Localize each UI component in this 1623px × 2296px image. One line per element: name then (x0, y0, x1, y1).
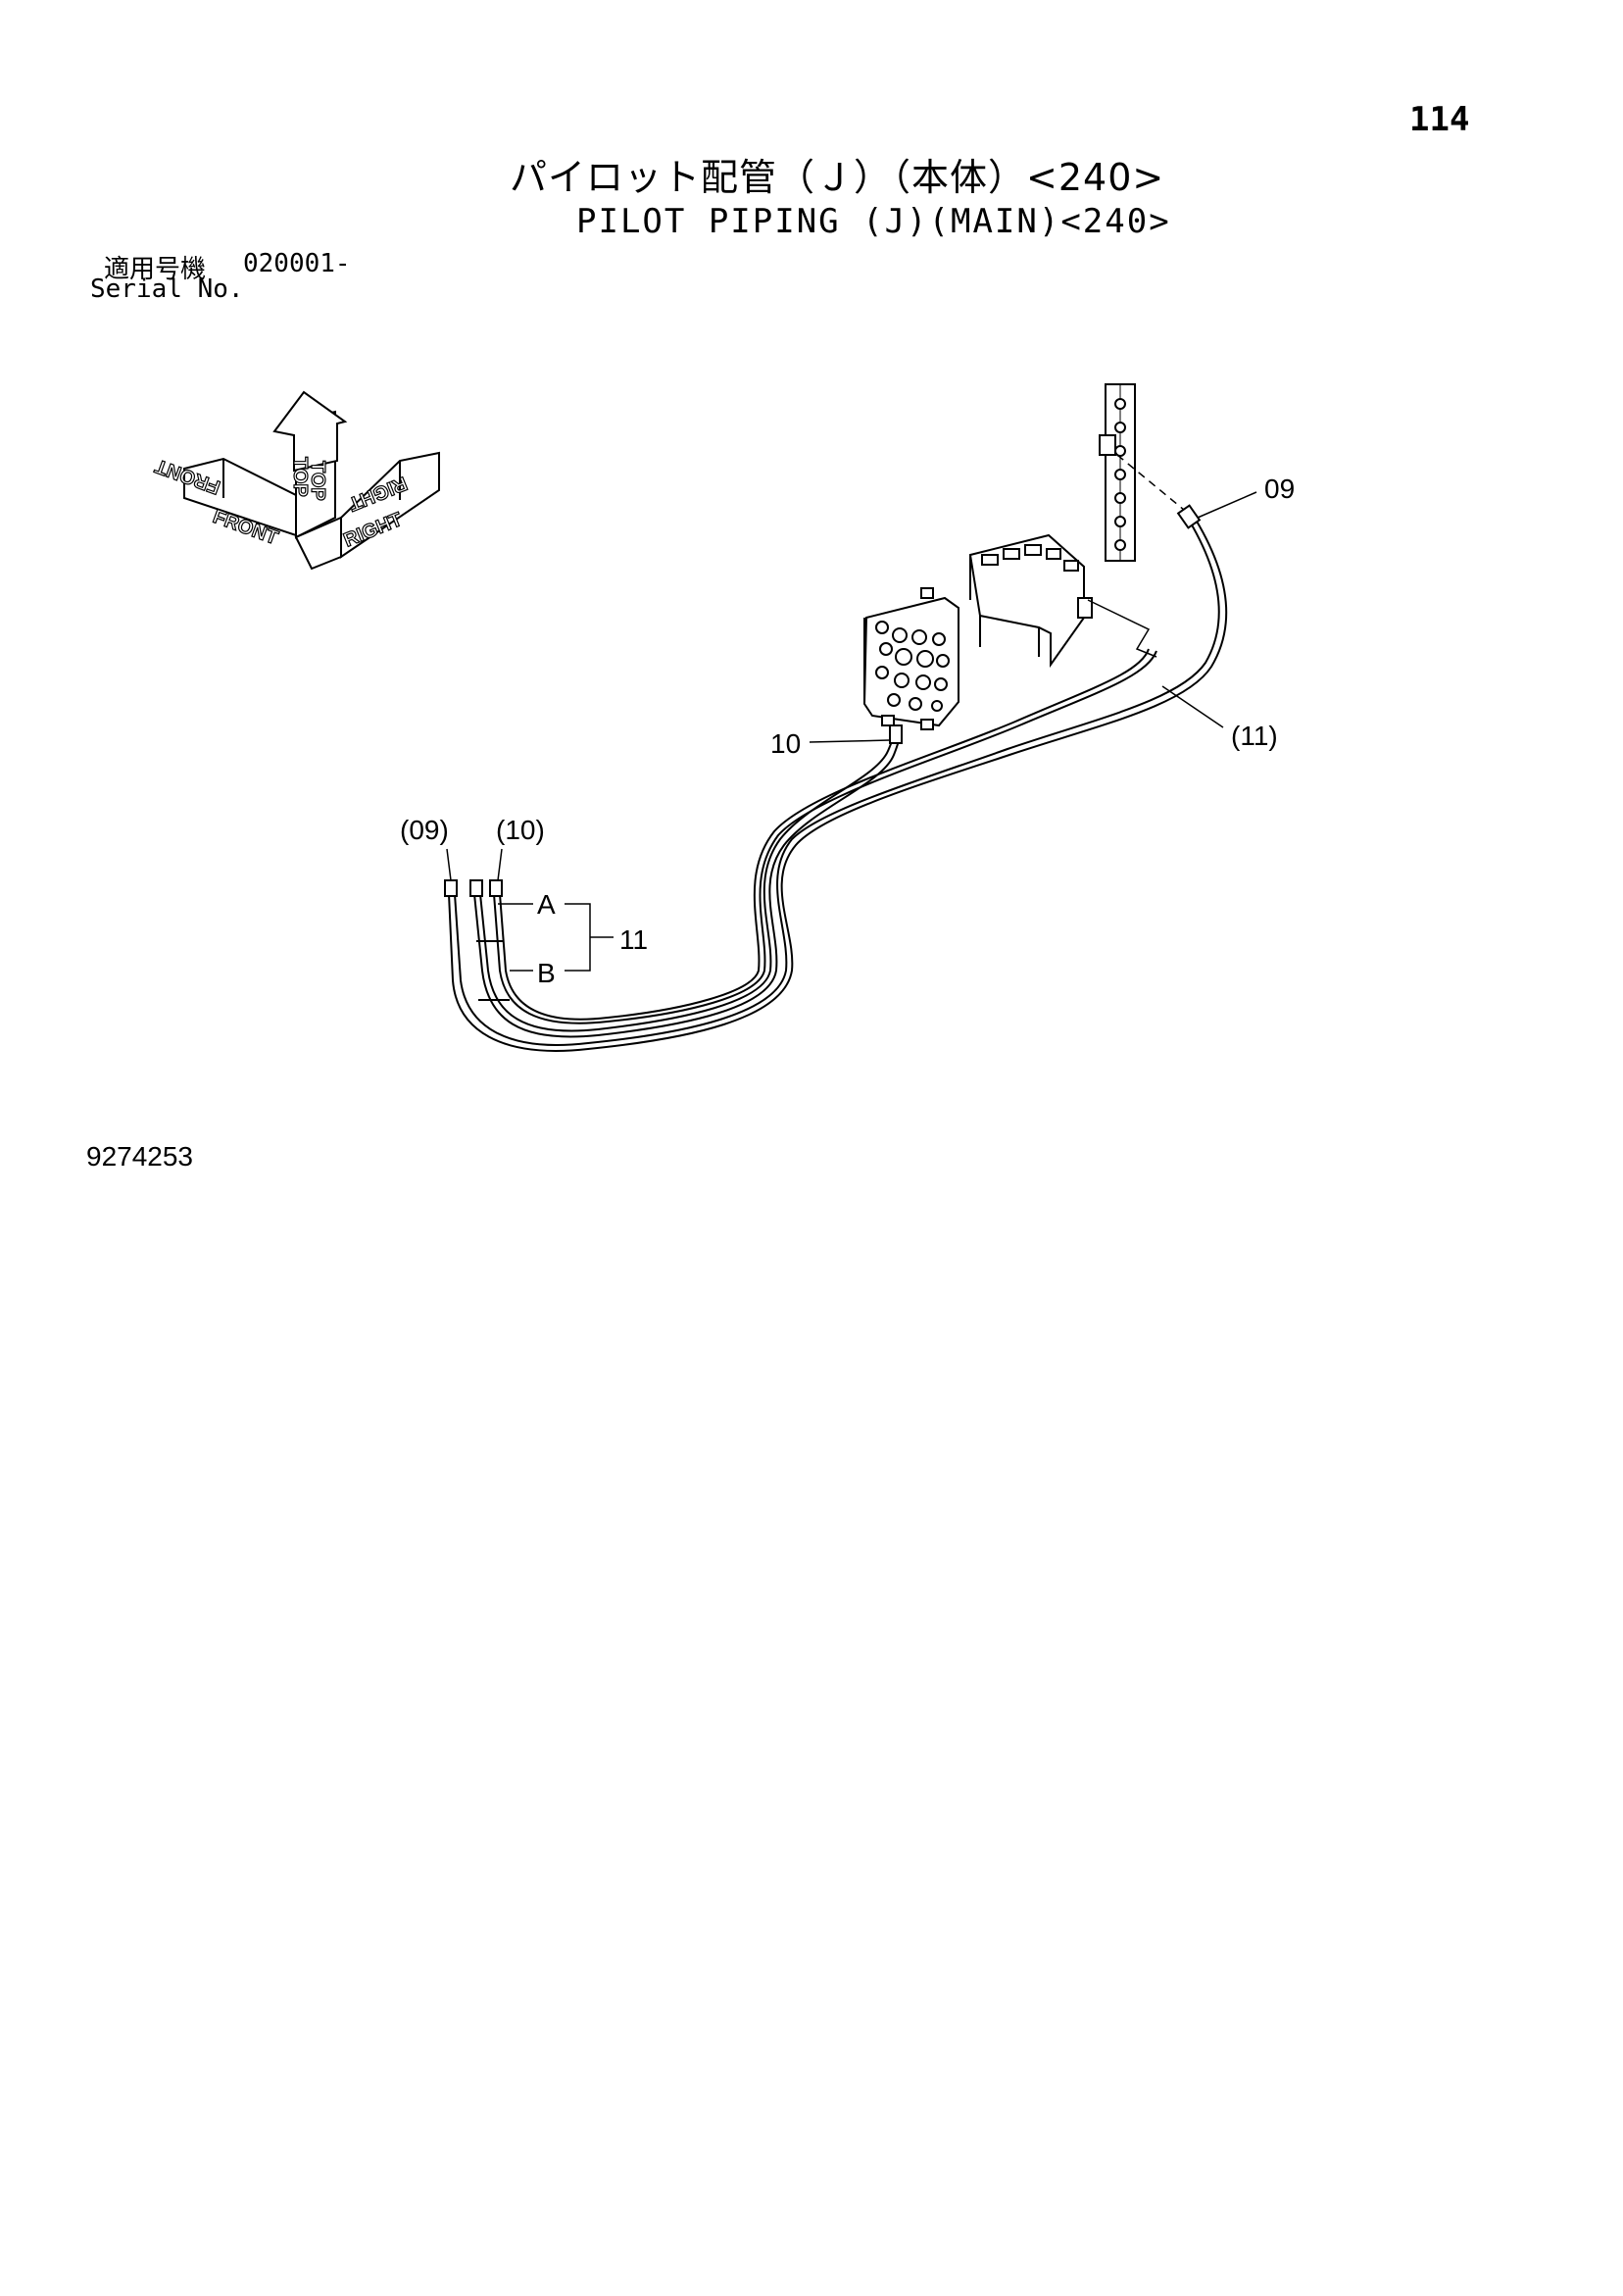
hose-10-inner (479, 724, 897, 1032)
hose-11-inner (499, 648, 1150, 1021)
pilot-manifold (862, 587, 959, 730)
page-number: 114 (1409, 100, 1470, 139)
page-title-english: PILOT PIPING (J)(MAIN)<240> (576, 202, 1171, 241)
fitting-10-left (469, 879, 483, 897)
serial-label-japanese: 適用号機 (104, 255, 207, 284)
fitting-11-left (489, 879, 503, 897)
hose-09 (448, 519, 1228, 1052)
hose-09-inner (454, 521, 1220, 1047)
drawing-number: 9274253 (86, 1141, 194, 1172)
callout-10: 10 (770, 728, 801, 759)
callout-09-paren: (09) (400, 815, 449, 845)
control-valve-block (968, 533, 1093, 669)
callout-09: 09 (1264, 474, 1295, 504)
callout-b: B (537, 958, 556, 988)
compass-top-label-mirror: TOP (307, 461, 328, 501)
dashed-connector-09 (1116, 454, 1185, 511)
fitting-10-right (889, 724, 903, 744)
orientation-compass (183, 390, 440, 571)
fitting-09-right (1176, 504, 1202, 529)
callout-a: A (537, 889, 556, 920)
callout-10-paren: (10) (496, 815, 545, 845)
compass-top-label: TOP (289, 457, 311, 497)
compass-base (294, 516, 342, 571)
page-title-japanese: パイロット配管（Ｊ）（本体）<240> (510, 156, 1165, 199)
hose-10 (473, 724, 903, 1038)
serial-number-value: 020001- (243, 249, 351, 278)
bracket-plate (1099, 383, 1136, 562)
valve-connector-11 (1087, 599, 1157, 658)
callout-11-paren: (11) (1231, 721, 1278, 751)
callout-11: 11 (619, 924, 648, 955)
compass-up-arrow (272, 390, 348, 473)
hose-fittings (444, 504, 1202, 897)
fitting-09-left (444, 879, 458, 897)
serial-label-english: Serial No. (90, 275, 244, 304)
hose-11 (493, 650, 1157, 1024)
pilot-hoses (448, 519, 1228, 1052)
leader-lines (446, 491, 1257, 972)
